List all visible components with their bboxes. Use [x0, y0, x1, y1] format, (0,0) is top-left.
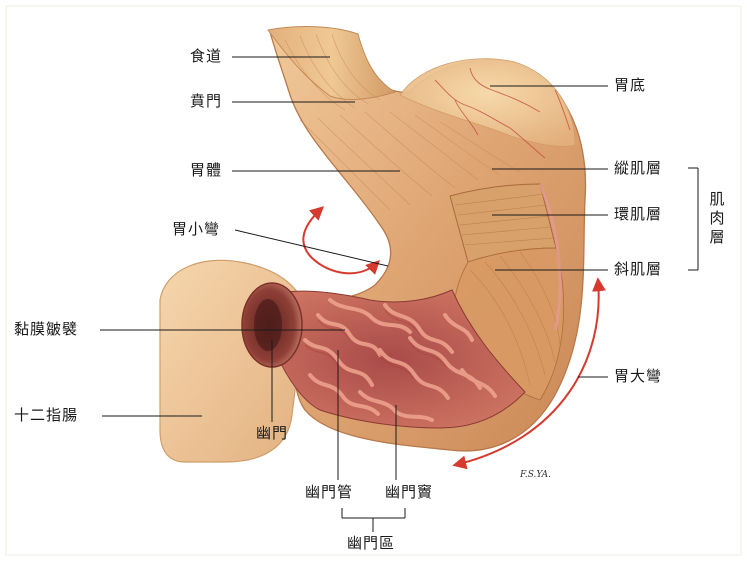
label-pyloric-region: 幽門區	[347, 535, 395, 552]
label-pyloric-canal: 幽門管	[305, 484, 353, 501]
label-muscle-layer-group: 肌肉層	[708, 190, 726, 247]
label-greater-curvature: 胃大彎	[614, 368, 662, 385]
label-oblique-muscle: 斜肌層	[614, 261, 662, 278]
label-circular-muscle: 環肌層	[614, 206, 662, 223]
label-duodenum: 十二指腸	[14, 407, 78, 424]
label-longitudinal-muscle: 縱肌層	[614, 160, 662, 177]
label-fundus: 胃底	[614, 77, 646, 94]
label-mucosal-folds: 黏膜皺襞	[14, 321, 78, 338]
label-body: 胃體	[190, 162, 222, 179]
label-pylorus: 幽門	[256, 425, 288, 442]
label-pyloric-antrum: 幽門竇	[385, 484, 433, 501]
artist-signature: F.S.YA.	[520, 470, 551, 480]
label-cardia: 賁門	[190, 93, 222, 110]
label-esophagus: 食道	[190, 48, 222, 65]
label-lesser-curvature: 胃小彎	[172, 221, 220, 238]
